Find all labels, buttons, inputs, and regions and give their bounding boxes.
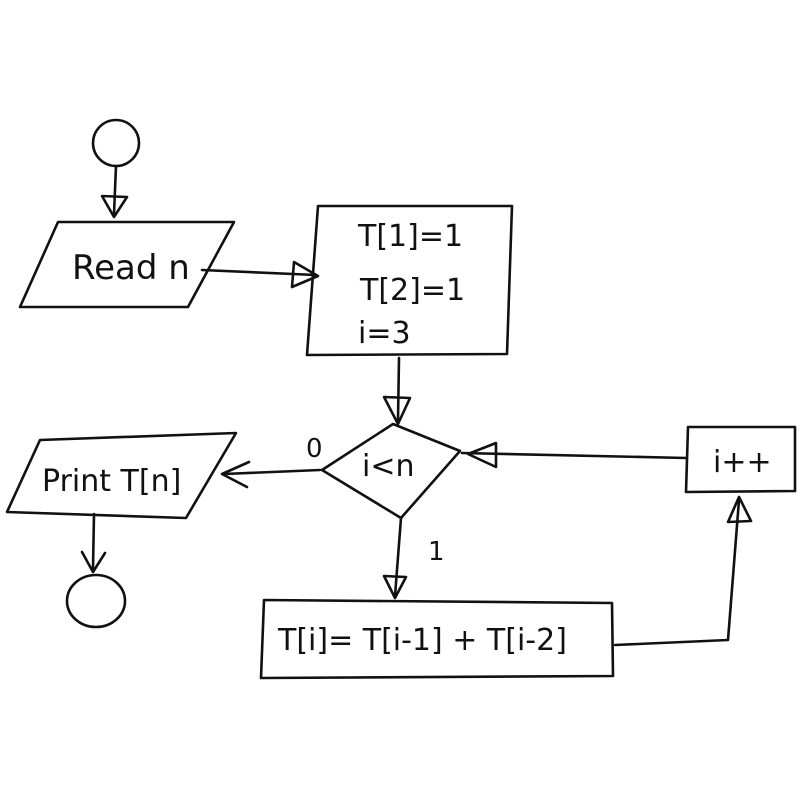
init-process-box — [305, 204, 514, 357]
edge-condition-compute — [393, 516, 403, 598]
edge-print-end — [91, 512, 96, 570]
edge-true-label: 1 — [428, 537, 445, 567]
read-label: Read n — [72, 248, 190, 288]
start-terminal — [91, 118, 141, 168]
arrowhead-init-condition — [382, 395, 412, 426]
compute-label: T[i]= T[i-1] + T[i-2] — [277, 623, 567, 658]
edge-init-condition — [396, 356, 401, 422]
read-io-box — [18, 220, 236, 309]
print-io-box — [5, 431, 238, 520]
arrowhead-start-read — [100, 194, 129, 219]
print-label: Print T[n] — [42, 464, 181, 499]
condition-label: i<n — [362, 449, 415, 484]
arrowhead-compute-increment — [726, 495, 753, 524]
edge-start-read — [112, 164, 118, 216]
arrowhead-condition-print — [220, 460, 251, 489]
arrowhead-condition-compute — [382, 574, 408, 600]
arrowhead-read-init — [290, 260, 320, 289]
increment-process-box — [684, 425, 797, 494]
init-line-1: T[1]=1 — [357, 219, 463, 254]
edge-increment-condition — [460, 451, 688, 460]
increment-label: i++ — [713, 445, 772, 480]
init-line-3: i=3 — [358, 316, 411, 351]
edge-compute-increment — [613, 498, 741, 647]
edge-read-init — [200, 268, 318, 277]
init-line-2: T[2]=1 — [359, 273, 465, 308]
compute-process-box — [259, 598, 615, 680]
edge-false-label: 0 — [306, 434, 323, 464]
end-terminal — [65, 573, 127, 629]
arrowhead-increment-condition — [466, 441, 498, 469]
arrowhead-print-end — [80, 550, 107, 574]
edge-condition-print — [222, 468, 322, 476]
